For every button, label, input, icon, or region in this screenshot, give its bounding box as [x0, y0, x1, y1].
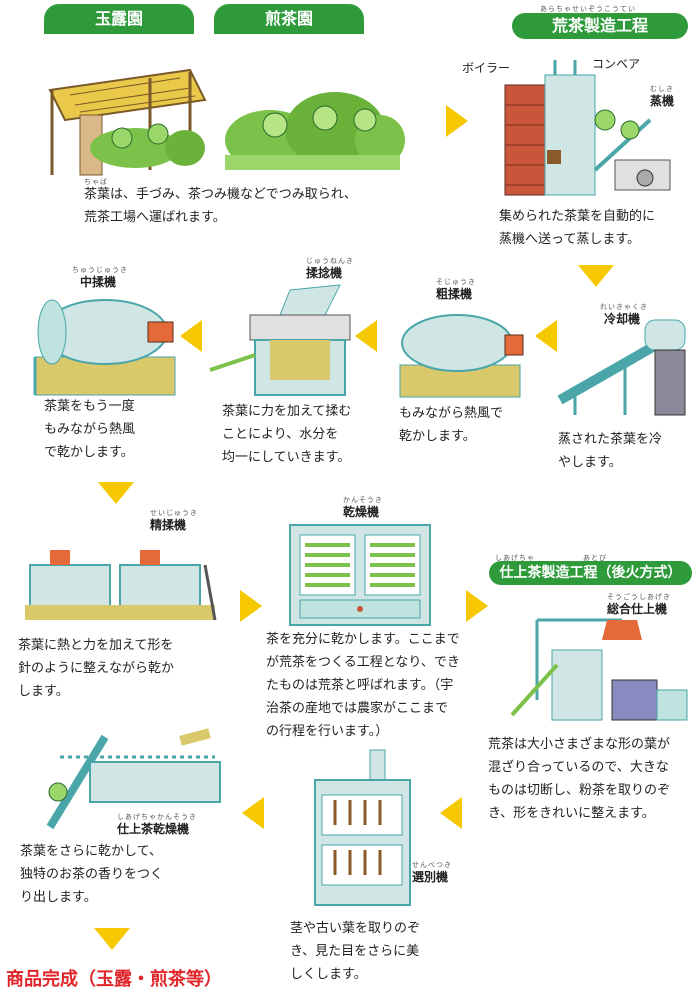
- kansoki-ruby: かんそうき: [343, 496, 383, 504]
- finishing-machine-illustration: [510, 618, 688, 721]
- fine-rolling-description: 茶葉に熱と力を加えて形を 針のように整えながら乾か します。: [18, 638, 175, 699]
- sencha-field-illustration: [225, 92, 405, 170]
- arrow-right-3: [466, 590, 488, 622]
- shiage-kansoki-label: 仕上茶乾燥機: [117, 822, 190, 836]
- rough-rolling-description: もみながら熱風で 乾かします。: [399, 406, 504, 444]
- final-drying-description: 茶葉をさらに乾かして、 独特のお茶の香りをつく り出します。: [20, 844, 164, 905]
- mushiki-ruby: むしき: [650, 85, 674, 93]
- gyokuro-shade-structure-illustration: [48, 68, 207, 176]
- sogo-shiageki-label: 総合仕上機: [607, 602, 668, 616]
- seijuki-label: 精揉機: [150, 518, 187, 532]
- arrow-left-3: [535, 320, 557, 352]
- sojuki-label: 粗揉機: [436, 287, 473, 301]
- sojuki-ruby: そじゅうき: [436, 278, 476, 286]
- finishing-description: 荒茶は大小さまざまな形の葉が 混ざり合っているので、大きな ものは切断し、粉茶を…: [488, 737, 671, 821]
- arrow-down-2: [98, 482, 134, 504]
- senbetsuki-ruby: せんべつき: [412, 861, 452, 869]
- junenki-machine-illustration: [209, 284, 351, 396]
- mid-rolling-description: 茶葉をもう一度 もみながら熱風 で乾かします。: [44, 399, 136, 460]
- steamer-machine-illustration: [504, 60, 671, 196]
- final-product-label: 商品完成（玉露・煎茶等）: [6, 969, 222, 990]
- shiage-kansoki-ruby: しあげちゃかんそうき: [117, 813, 197, 821]
- arrow-down-1: [578, 265, 614, 287]
- chujuki-label: 中揉機: [80, 275, 117, 289]
- picking-ruby: ちゃば: [84, 178, 108, 186]
- sogo-shiageki-ruby: そうごうしあげき: [607, 593, 671, 601]
- senbetsuki-label: 選別機: [412, 870, 449, 884]
- header-aracha-process: 荒茶製造工程: [512, 13, 688, 39]
- junenki-label: 揉捻機: [306, 266, 343, 280]
- arrow-left-5: [242, 797, 264, 829]
- conveyor-label: コンベア: [592, 57, 641, 71]
- chujuki-ruby: ちゅうじゅうき: [72, 266, 128, 274]
- mushiki-label: 蒸機: [650, 94, 675, 108]
- boiler-label: ボイラー: [462, 61, 511, 75]
- rolling-description: 茶葉に力を加えて揉む ことにより、水分を 均一にしていきます。: [222, 404, 352, 465]
- arrow-right-2: [240, 590, 262, 622]
- arrow-left-2: [355, 320, 377, 352]
- junenki-ruby: じゅうねんき: [306, 257, 354, 265]
- sorting-description: 茎や古い葉を取りのぞ き、見た目をさらに美 しくします。: [290, 921, 421, 982]
- header-shiage-process: 仕上茶製造工程（後火方式）: [489, 561, 692, 585]
- header-gyokuroen: 玉露園: [44, 4, 194, 34]
- sojuki-machine-illustration: [399, 314, 524, 398]
- chujuki-machine-illustration: [33, 299, 176, 396]
- sorting-machine-illustration: [314, 749, 411, 906]
- drying-description: 茶を充分に乾かします。ここまで が荒茶をつくる工程となり、でき たものは荒茶と呼…: [266, 632, 460, 739]
- dryer-machine-illustration: [289, 524, 431, 626]
- header-shiage-ruby: しあげちゃ あとび: [495, 554, 607, 562]
- seijuki-machine-illustration: [25, 550, 217, 621]
- header-sencha-en: 煎茶園: [214, 4, 364, 34]
- header-aracha-ruby: あらちゃせいぞうこうてい: [540, 5, 636, 13]
- arrow-left-1: [180, 320, 202, 352]
- arrow-left-4: [440, 797, 462, 829]
- reikyakuki-ruby: れいきゃくき: [600, 303, 648, 311]
- arrow-down-3: [94, 928, 130, 950]
- kansoki-label: 乾燥機: [343, 505, 380, 519]
- final-dryer-machine-illustration: [46, 728, 221, 830]
- cooling-machine-illustration: [557, 319, 686, 416]
- picking-description: 茶葉は、手づみ、茶つみ機などでつみ取られ、 荒茶工場へ運ばれます。: [84, 187, 357, 225]
- arrow-right-1: [446, 105, 468, 137]
- seijuki-ruby: せいじゅうき: [150, 509, 198, 517]
- reikyakuki-label: 冷却機: [604, 312, 641, 326]
- steaming-description: 集められた茶葉を自動的に 蒸機へ送って蒸します。: [499, 209, 656, 247]
- cooling-description: 蒸された茶葉を冷 やします。: [558, 432, 663, 470]
